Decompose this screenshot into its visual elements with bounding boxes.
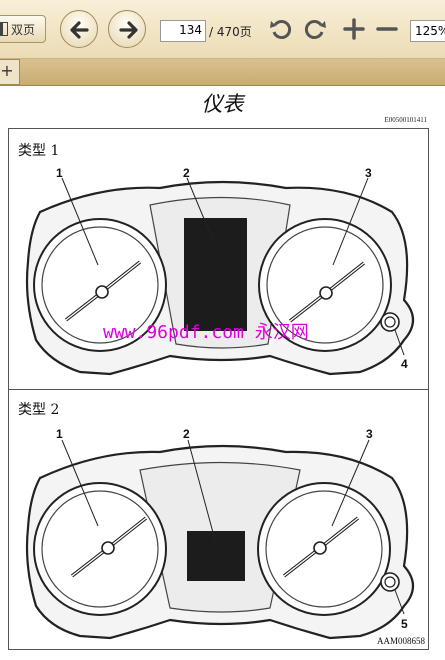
type1-label: 类型 1: [18, 143, 60, 159]
rotate-ccw-icon[interactable]: [268, 16, 294, 42]
type2-callout-5: 5: [401, 617, 408, 631]
type2-callout-2: 2: [183, 427, 190, 441]
arrow-right-icon: [119, 21, 138, 39]
page-title: 仪表: [201, 92, 244, 116]
type2-label: 类型 2: [18, 402, 60, 418]
type1-cluster: 1 2 3 4 www.96pdf.com 永汉网: [25, 166, 415, 376]
minus-icon[interactable]: [374, 16, 400, 42]
type2-cluster: 1 2 3 5: [25, 427, 415, 640]
type1-display: [184, 218, 247, 331]
tab-strip: +: [0, 59, 445, 86]
figure-code: AAM008658: [376, 636, 425, 646]
type1-callout-4: 4: [401, 357, 408, 371]
dual-page-label: 双页: [11, 22, 36, 37]
type2-callout-1: 1: [56, 427, 63, 441]
plus-icon[interactable]: [341, 16, 367, 42]
viewer-toolbar: 双页 134 / 470页 125%: [0, 0, 445, 59]
rotate-cw-icon[interactable]: [302, 16, 328, 42]
arrow-left-icon: [70, 21, 89, 39]
book-icon: [0, 22, 8, 36]
type1-callout-1: 1: [56, 166, 63, 180]
back-button[interactable]: [60, 10, 98, 48]
type1-callout-2: 2: [183, 166, 190, 180]
figure-divider: [8, 389, 429, 390]
type1-callout-3: 3: [365, 166, 372, 180]
add-tab-button[interactable]: +: [0, 59, 20, 85]
type2-callout-3: 3: [366, 427, 373, 441]
zoom-level-select[interactable]: 125%: [410, 20, 445, 42]
type2-display: [187, 531, 245, 581]
dual-page-button[interactable]: 双页: [0, 15, 46, 43]
forward-button[interactable]: [108, 10, 146, 48]
page-number-input[interactable]: 134: [160, 20, 206, 42]
section-code: E00500101411: [384, 116, 427, 124]
page-total: / 470页: [209, 25, 252, 39]
watermark-text: www.96pdf.com 永汉网: [103, 322, 309, 343]
